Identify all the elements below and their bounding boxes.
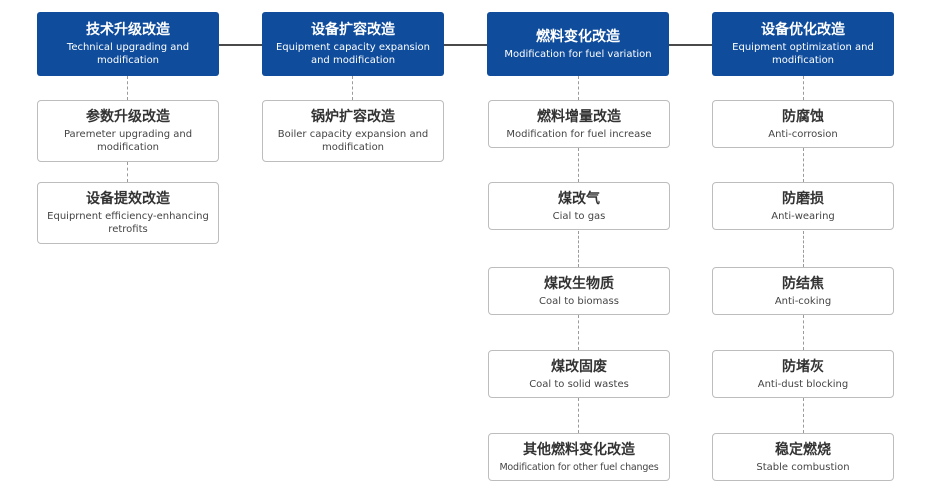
item-anti-dust-blocking: 防堵灰 Anti-dust blocking — [712, 350, 894, 398]
category-capacity-expansion: 设备扩容改造 Equipment capacity expansion and … — [262, 12, 444, 76]
dashed-connector — [352, 76, 353, 100]
item-title-en: Anti-corrosion — [768, 128, 838, 140]
item-title-en: Stable combustion — [756, 461, 850, 473]
item-title-en: Paremeter upgrading and modification — [63, 129, 193, 153]
item-title-zh: 防堵灰 — [782, 358, 824, 375]
item-title-zh: 燃料增量改造 — [537, 108, 621, 125]
item-title-en: Modification for fuel increase — [506, 128, 652, 140]
dashed-connector — [803, 148, 804, 182]
item-fuel-increase: 燃料增量改造 Modification for fuel increase — [488, 100, 670, 148]
item-title-zh: 参数升级改造 — [86, 109, 170, 125]
item-title-en: Boiler capacity expansion and modificati… — [277, 129, 429, 153]
category-equipment-optimization: 设备优化改造 Equipment optimization and modifi… — [712, 12, 894, 76]
category-fuel-variation: 燃料变化改造 Modification for fuel variation — [487, 12, 669, 76]
category-title-en: Modification for fuel variation — [504, 48, 652, 60]
item-title-zh: 设备提效改造 — [86, 191, 170, 207]
item-parameter-upgrading: 参数升级改造 Paremeter upgrading and modificat… — [37, 100, 219, 162]
category-title-en: Equipment capacity expansion and modific… — [275, 42, 430, 66]
item-title-en: Modification for other fuel changes — [499, 461, 659, 473]
item-title-zh: 煤改气 — [558, 190, 600, 207]
item-title-en: Coal to solid wastes — [529, 378, 629, 390]
item-title-zh: 其他燃料变化改造 — [523, 441, 635, 458]
category-title-en: Equipment optimization and modification — [732, 42, 874, 66]
item-coal-to-gas: 煤改气 Cial to gas — [488, 182, 670, 230]
category-title-en: Technical upgrading and modification — [66, 42, 190, 66]
item-title-zh: 稳定燃烧 — [775, 441, 831, 458]
category-title-zh: 设备扩容改造 — [311, 22, 395, 38]
dashed-connector — [127, 162, 128, 182]
category-technical-upgrading: 技术升级改造 Technical upgrading and modificat… — [37, 12, 219, 76]
item-title-en: Anti-coking — [774, 295, 832, 307]
dashed-connector — [803, 231, 804, 267]
dashed-connector — [578, 398, 579, 433]
item-title-en: Anti-dust blocking — [757, 378, 849, 390]
connector-line-2 — [443, 44, 487, 46]
item-title-en: Cial to gas — [552, 210, 606, 222]
item-anti-wearing: 防磨损 Anti-wearing — [712, 182, 894, 230]
category-title-zh: 设备优化改造 — [761, 22, 845, 38]
item-title-zh: 防磨损 — [782, 190, 824, 207]
item-title-en: Anti-wearing — [771, 210, 835, 222]
item-coal-to-biomass: 煤改生物质 Coal to biomass — [488, 267, 670, 315]
dashed-connector — [578, 148, 579, 182]
category-title-zh: 燃料变化改造 — [536, 28, 620, 45]
item-title-zh: 防结焦 — [782, 275, 824, 292]
item-coal-to-solid-wastes: 煤改固废 Coal to solid wastes — [488, 350, 670, 398]
dashed-connector — [803, 76, 804, 100]
item-title-zh: 煤改生物质 — [544, 275, 614, 292]
dashed-connector — [578, 76, 579, 100]
dashed-connector — [127, 76, 128, 100]
item-title-zh: 防腐蚀 — [782, 108, 824, 125]
item-anti-corrosion: 防腐蚀 Anti-corrosion — [712, 100, 894, 148]
connector-line-1 — [218, 44, 262, 46]
dashed-connector — [578, 231, 579, 267]
item-anti-coking: 防结焦 Anti-coking — [712, 267, 894, 315]
item-title-zh: 煤改固废 — [551, 358, 607, 375]
dashed-connector — [578, 315, 579, 350]
item-title-en: Equiprnent efficiency-enhancing retrofit… — [47, 211, 209, 235]
item-stable-combustion: 稳定燃烧 Stable combustion — [712, 433, 894, 481]
item-title-en: Coal to biomass — [539, 295, 619, 307]
dashed-connector — [803, 315, 804, 350]
item-boiler-capacity: 锅炉扩容改造 Boiler capacity expansion and mod… — [262, 100, 444, 162]
item-other-fuel-changes: 其他燃料变化改造 Modification for other fuel cha… — [488, 433, 670, 481]
item-title-zh: 锅炉扩容改造 — [311, 109, 395, 125]
category-title-zh: 技术升级改造 — [86, 22, 170, 38]
connector-line-3 — [669, 44, 712, 46]
item-equipment-efficiency: 设备提效改造 Equiprnent efficiency-enhancing r… — [37, 182, 219, 244]
dashed-connector — [803, 398, 804, 433]
